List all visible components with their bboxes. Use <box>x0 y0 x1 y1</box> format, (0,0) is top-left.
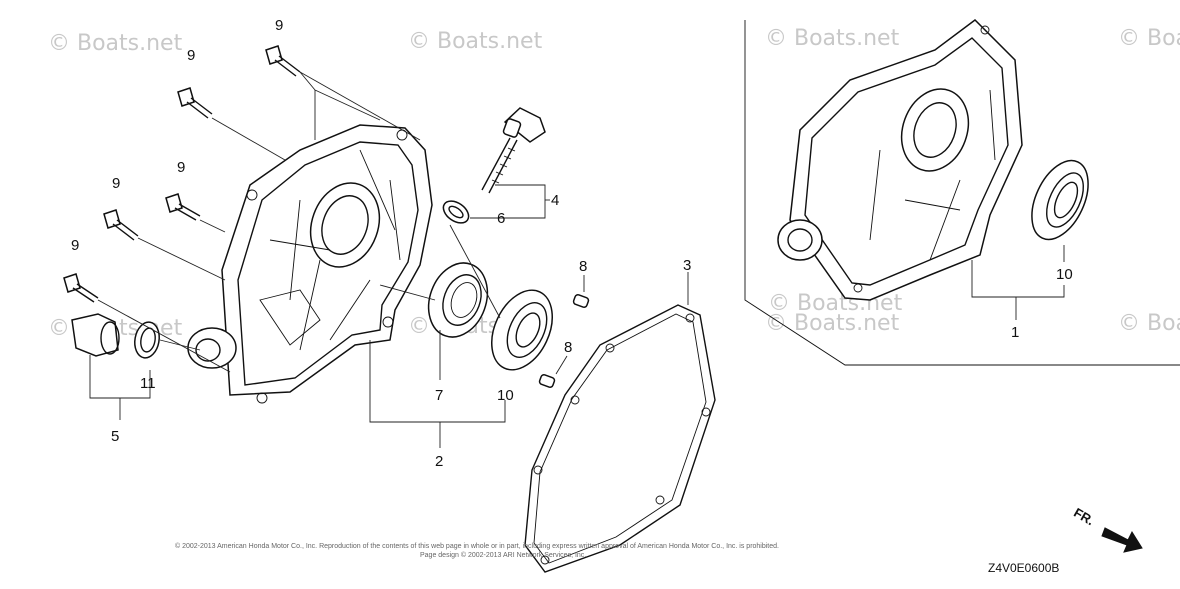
callout-2: 2 <box>435 453 443 470</box>
oil-filler-cap <box>442 107 546 224</box>
callout-9: 9 <box>177 159 185 176</box>
callout-11: 11 <box>140 375 156 392</box>
copyright-line-2: Page design © 2002-2013 ARI Network Serv… <box>420 551 586 559</box>
callout-8: 8 <box>564 339 572 356</box>
copyright-line-1: © 2002-2013 American Honda Motor Co., In… <box>175 542 779 550</box>
callout-7: 7 <box>435 387 443 404</box>
watermark: © Boats.net <box>1118 26 1180 51</box>
bolt <box>63 273 99 303</box>
callout-10: 10 <box>497 387 514 404</box>
callout-5: 5 <box>111 428 119 445</box>
fr-label: FR. <box>1071 505 1097 528</box>
arrow-icon <box>1101 527 1143 553</box>
bolt <box>177 87 213 119</box>
crankcase-cover <box>187 124 433 404</box>
bolt <box>165 193 201 221</box>
watermark: © Boats.net <box>48 31 183 56</box>
callout-4: 4 <box>551 192 559 209</box>
callout-3: 3 <box>683 257 691 274</box>
flange-bolts <box>63 45 301 303</box>
watermark: © Boats.net <box>765 311 900 336</box>
crankcase-cover-inset <box>777 19 1023 301</box>
drain-plug <box>71 313 160 359</box>
oil-seal <box>427 262 489 338</box>
front-arrow: FR. <box>1071 505 1143 553</box>
callout-9: 9 <box>71 237 79 254</box>
watermark: © Boats.net <box>765 26 900 51</box>
leader-lines <box>89 71 1065 448</box>
callout-6: 6 <box>497 210 505 227</box>
callout-8: 8 <box>579 258 587 275</box>
callout-1: 1 <box>1011 324 1019 341</box>
callout-10: 10 <box>1056 266 1073 283</box>
watermark: © Boats.net <box>408 29 543 54</box>
bearing-inset <box>1031 159 1089 241</box>
dowel-pins <box>538 294 590 388</box>
inset-frame <box>744 20 1180 366</box>
callout-9: 9 <box>275 17 283 34</box>
callout-9: 9 <box>187 47 195 64</box>
callout-9: 9 <box>112 175 120 192</box>
diagram-code: Z4V0E0600B <box>988 561 1059 575</box>
callout-numbers: 9 9 9 9 9 4 6 8 8 3 7 10 2 11 5 10 1 <box>71 17 1073 470</box>
watermark: © Boats.net <box>1118 311 1180 336</box>
bolt <box>265 45 301 77</box>
gasket <box>524 304 716 573</box>
ball-bearing <box>491 289 553 371</box>
bolt <box>103 209 139 241</box>
